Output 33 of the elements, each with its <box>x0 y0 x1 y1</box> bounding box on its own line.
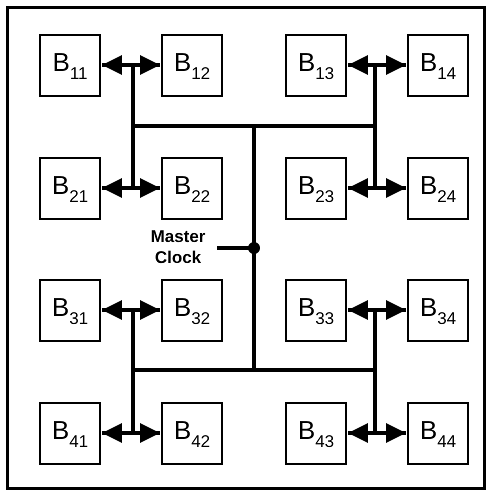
block-box <box>161 156 223 220</box>
block-box <box>407 156 469 220</box>
block-label: B$_{24}$ <box>420 172 456 204</box>
block-box <box>407 402 469 464</box>
block-label: B$_{23}$ <box>298 172 334 204</box>
block-label: B$_{43}$ <box>298 416 334 450</box>
block-box <box>161 278 223 342</box>
block-label: B$_{14}$ <box>420 48 456 82</box>
block-box <box>285 402 347 464</box>
block-label: B$_{13}$ <box>298 48 334 82</box>
block-box <box>285 278 347 342</box>
block-box <box>39 156 101 220</box>
block-box <box>407 34 469 96</box>
block-label: B$_{33}$ <box>298 294 334 326</box>
block-box <box>161 34 223 96</box>
block-label: B$_{21}$ <box>52 172 88 204</box>
block-box <box>39 278 101 342</box>
block-label: B$_{42}$ <box>174 416 210 450</box>
block-box <box>285 34 347 96</box>
block-box <box>39 34 101 96</box>
block-label: B$_{34}$ <box>420 294 456 326</box>
block-label: B$_{12}$ <box>174 48 210 82</box>
block-label: B$_{31}$ <box>52 294 88 326</box>
clock-source-label: Master Clock <box>141 226 215 268</box>
block-box <box>285 156 347 220</box>
block-box <box>161 402 223 464</box>
block-label: B$_{11}$ <box>52 48 88 82</box>
block-label: B$_{22}$ <box>174 172 210 204</box>
block-label: B$_{41}$ <box>52 416 88 450</box>
block-box <box>407 278 469 342</box>
block-label: B$_{32}$ <box>174 294 210 326</box>
block-label: B$_{44}$ <box>420 416 456 450</box>
block-box <box>39 402 101 464</box>
